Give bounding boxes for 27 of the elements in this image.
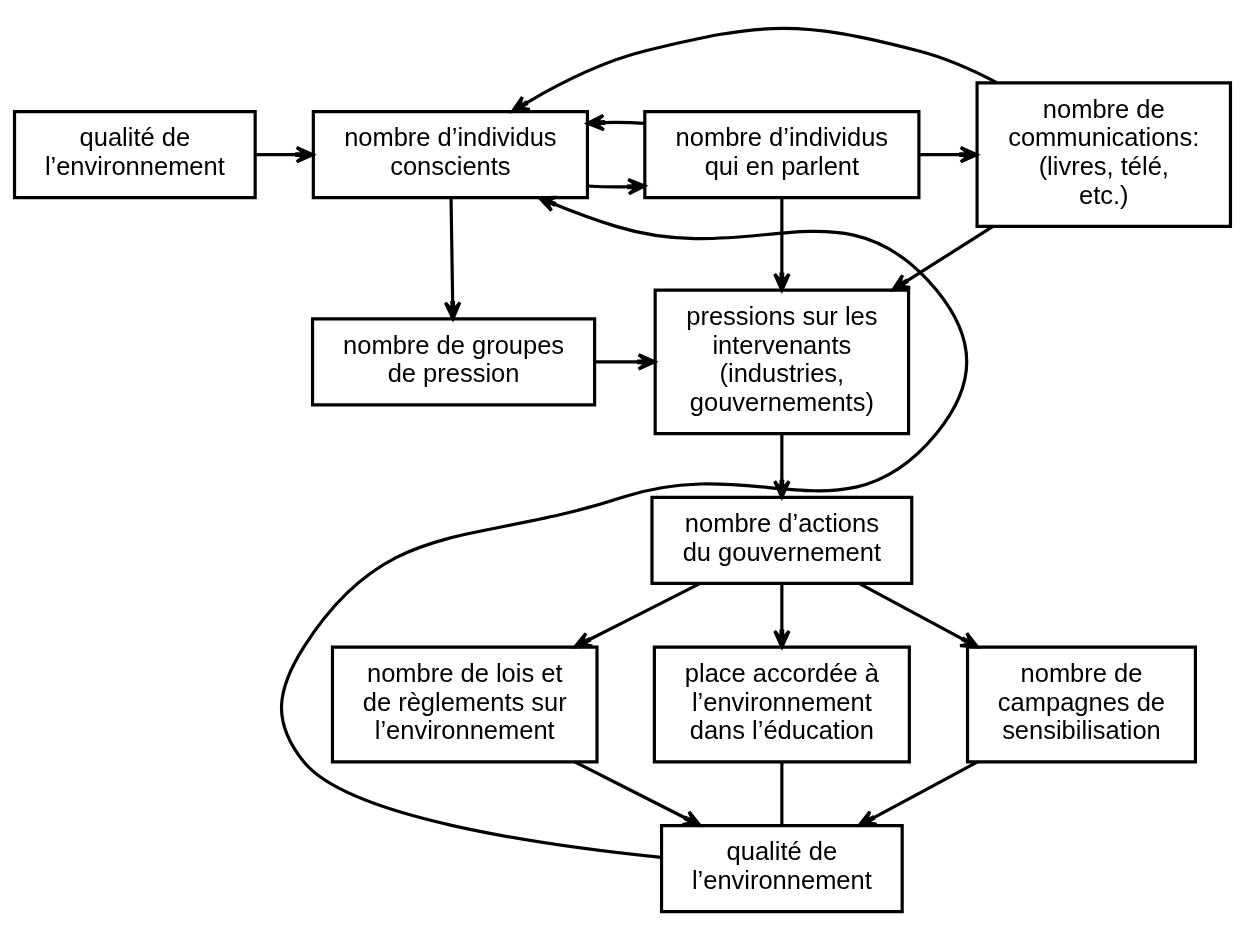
arrow (573, 581, 701, 649)
arrow (510, 26, 998, 114)
node-box: pressions sur les intervenants (industries, gouvernements) (653, 288, 911, 436)
node-box: nombre d’individus qui en parlent (643, 110, 921, 200)
arrow (891, 225, 994, 292)
connector (780, 761, 784, 826)
node-box: qualité de l’environnement (659, 823, 904, 914)
node-box: nombre de groupes de pression (310, 317, 597, 407)
node-box: nombre de campagnes de sensibilisation (965, 645, 1197, 764)
arrow (255, 145, 315, 164)
arrow (858, 581, 980, 649)
arrow (773, 583, 791, 649)
node-box: place accordée à l’environnement dans l’éducation (652, 645, 911, 764)
node-box: nombre d’actions du gouvernement (650, 495, 914, 585)
arrow (574, 760, 702, 828)
arrow (773, 198, 791, 292)
arrow (280, 195, 969, 859)
arrow (586, 113, 645, 132)
arrow (857, 760, 979, 828)
node-box: nombre de lois et de règlements sur l’environnement (330, 645, 599, 764)
node-box: nombre d’individus conscients (311, 110, 590, 200)
arrow (918, 145, 979, 164)
arrow (587, 178, 647, 196)
arrow (594, 353, 657, 371)
node-box: nombre de communications: (livres, télé, etc.) (975, 81, 1233, 228)
arrow (443, 198, 462, 321)
node-box: qualité de l’environnement (12, 110, 257, 200)
